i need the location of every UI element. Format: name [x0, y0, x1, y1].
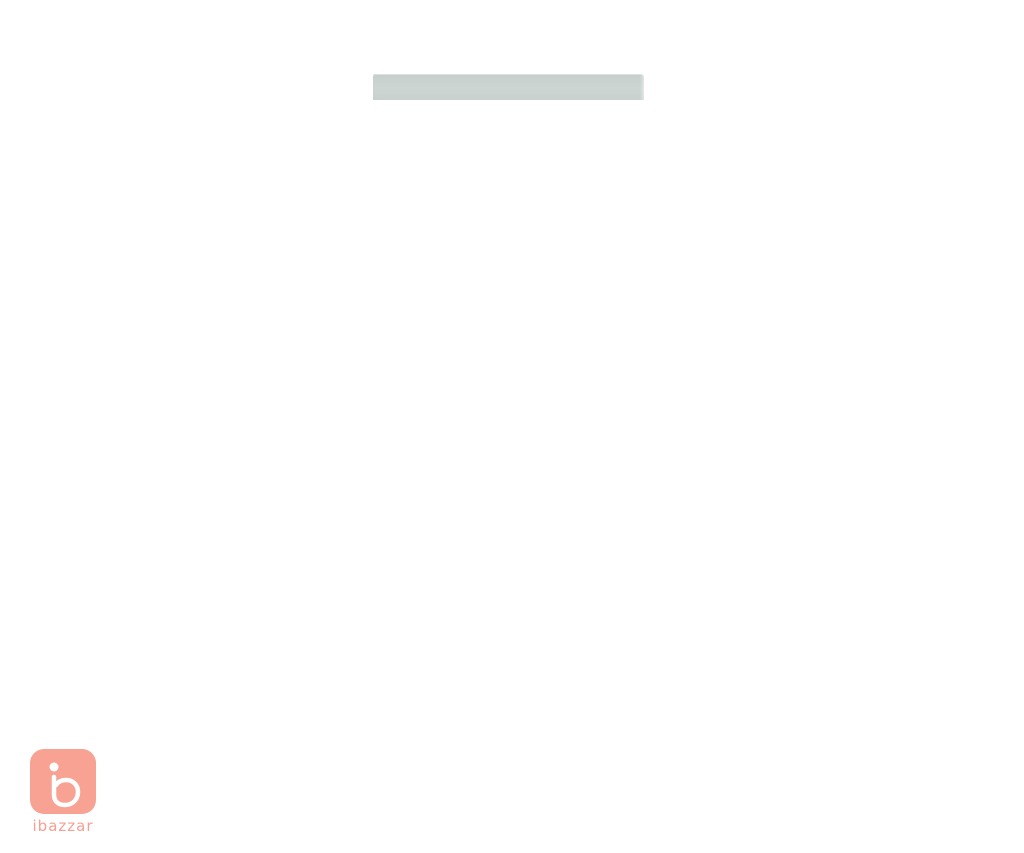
ibazzar-logo: ibazzar [30, 749, 96, 834]
top-gray-strip [373, 74, 644, 100]
ibazzar-logo-icon [30, 749, 96, 814]
logo-wordmark: ibazzar [32, 817, 94, 835]
